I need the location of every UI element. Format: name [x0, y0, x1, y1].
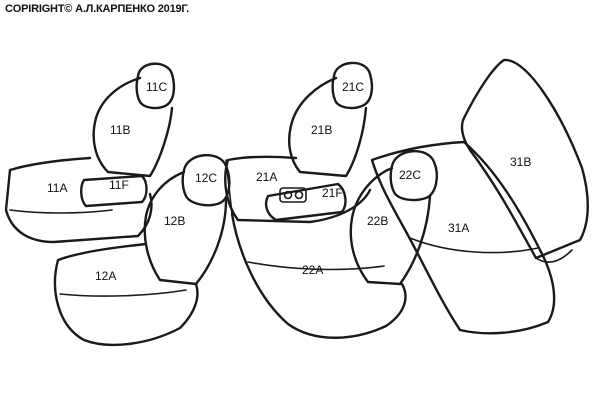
label-21b: 21B [311, 123, 332, 137]
label-11b: 11B [110, 123, 130, 137]
seat-22-headrest [389, 149, 438, 202]
seat-12-cushion [53, 242, 199, 347]
label-11a: 11A [47, 181, 67, 195]
label-22a: 22A [302, 263, 323, 277]
seat-11-backrest [92, 76, 174, 178]
seat-22-backrest [349, 166, 432, 286]
label-12b: 12B [164, 214, 185, 228]
seat-21-cushion [224, 155, 372, 224]
label-31b: 31B [510, 155, 531, 169]
seat-22-cushion [230, 212, 407, 339]
seat-21-armrest [264, 182, 347, 222]
seat-12 [53, 153, 231, 347]
seat-11-cushion [4, 156, 153, 244]
label-31a: 31A [448, 221, 469, 235]
seat-31-backrest [460, 58, 589, 260]
seat-11-headrest [135, 62, 176, 110]
seat-11-armrest [80, 174, 148, 208]
copyright-notice: COPIRIGHT© А.Л.КАРПЕНКО 2019Г. [5, 3, 189, 15]
label-12a: 12A [95, 269, 116, 283]
seat-21-backrest [288, 76, 368, 178]
seat-21-headrest [331, 61, 374, 110]
seat-12-backrest [143, 170, 228, 286]
seat-12-headrest [181, 153, 231, 207]
label-12c: 12C [195, 171, 217, 185]
label-22c: 22C [399, 168, 421, 182]
seat-31 [370, 58, 589, 335]
label-11f: 11F [109, 178, 129, 192]
seat-21-cupholder [279, 187, 307, 203]
seat-21 [224, 61, 374, 224]
label-11c: 11C [146, 80, 167, 94]
label-21f: 21F [322, 186, 343, 200]
seat-11 [4, 62, 176, 244]
seat-31-cushion [370, 140, 556, 335]
label-22b: 22B [367, 214, 388, 228]
label-21a: 21A [256, 170, 277, 184]
label-21c: 21C [342, 80, 364, 94]
seat-22 [225, 149, 438, 339]
